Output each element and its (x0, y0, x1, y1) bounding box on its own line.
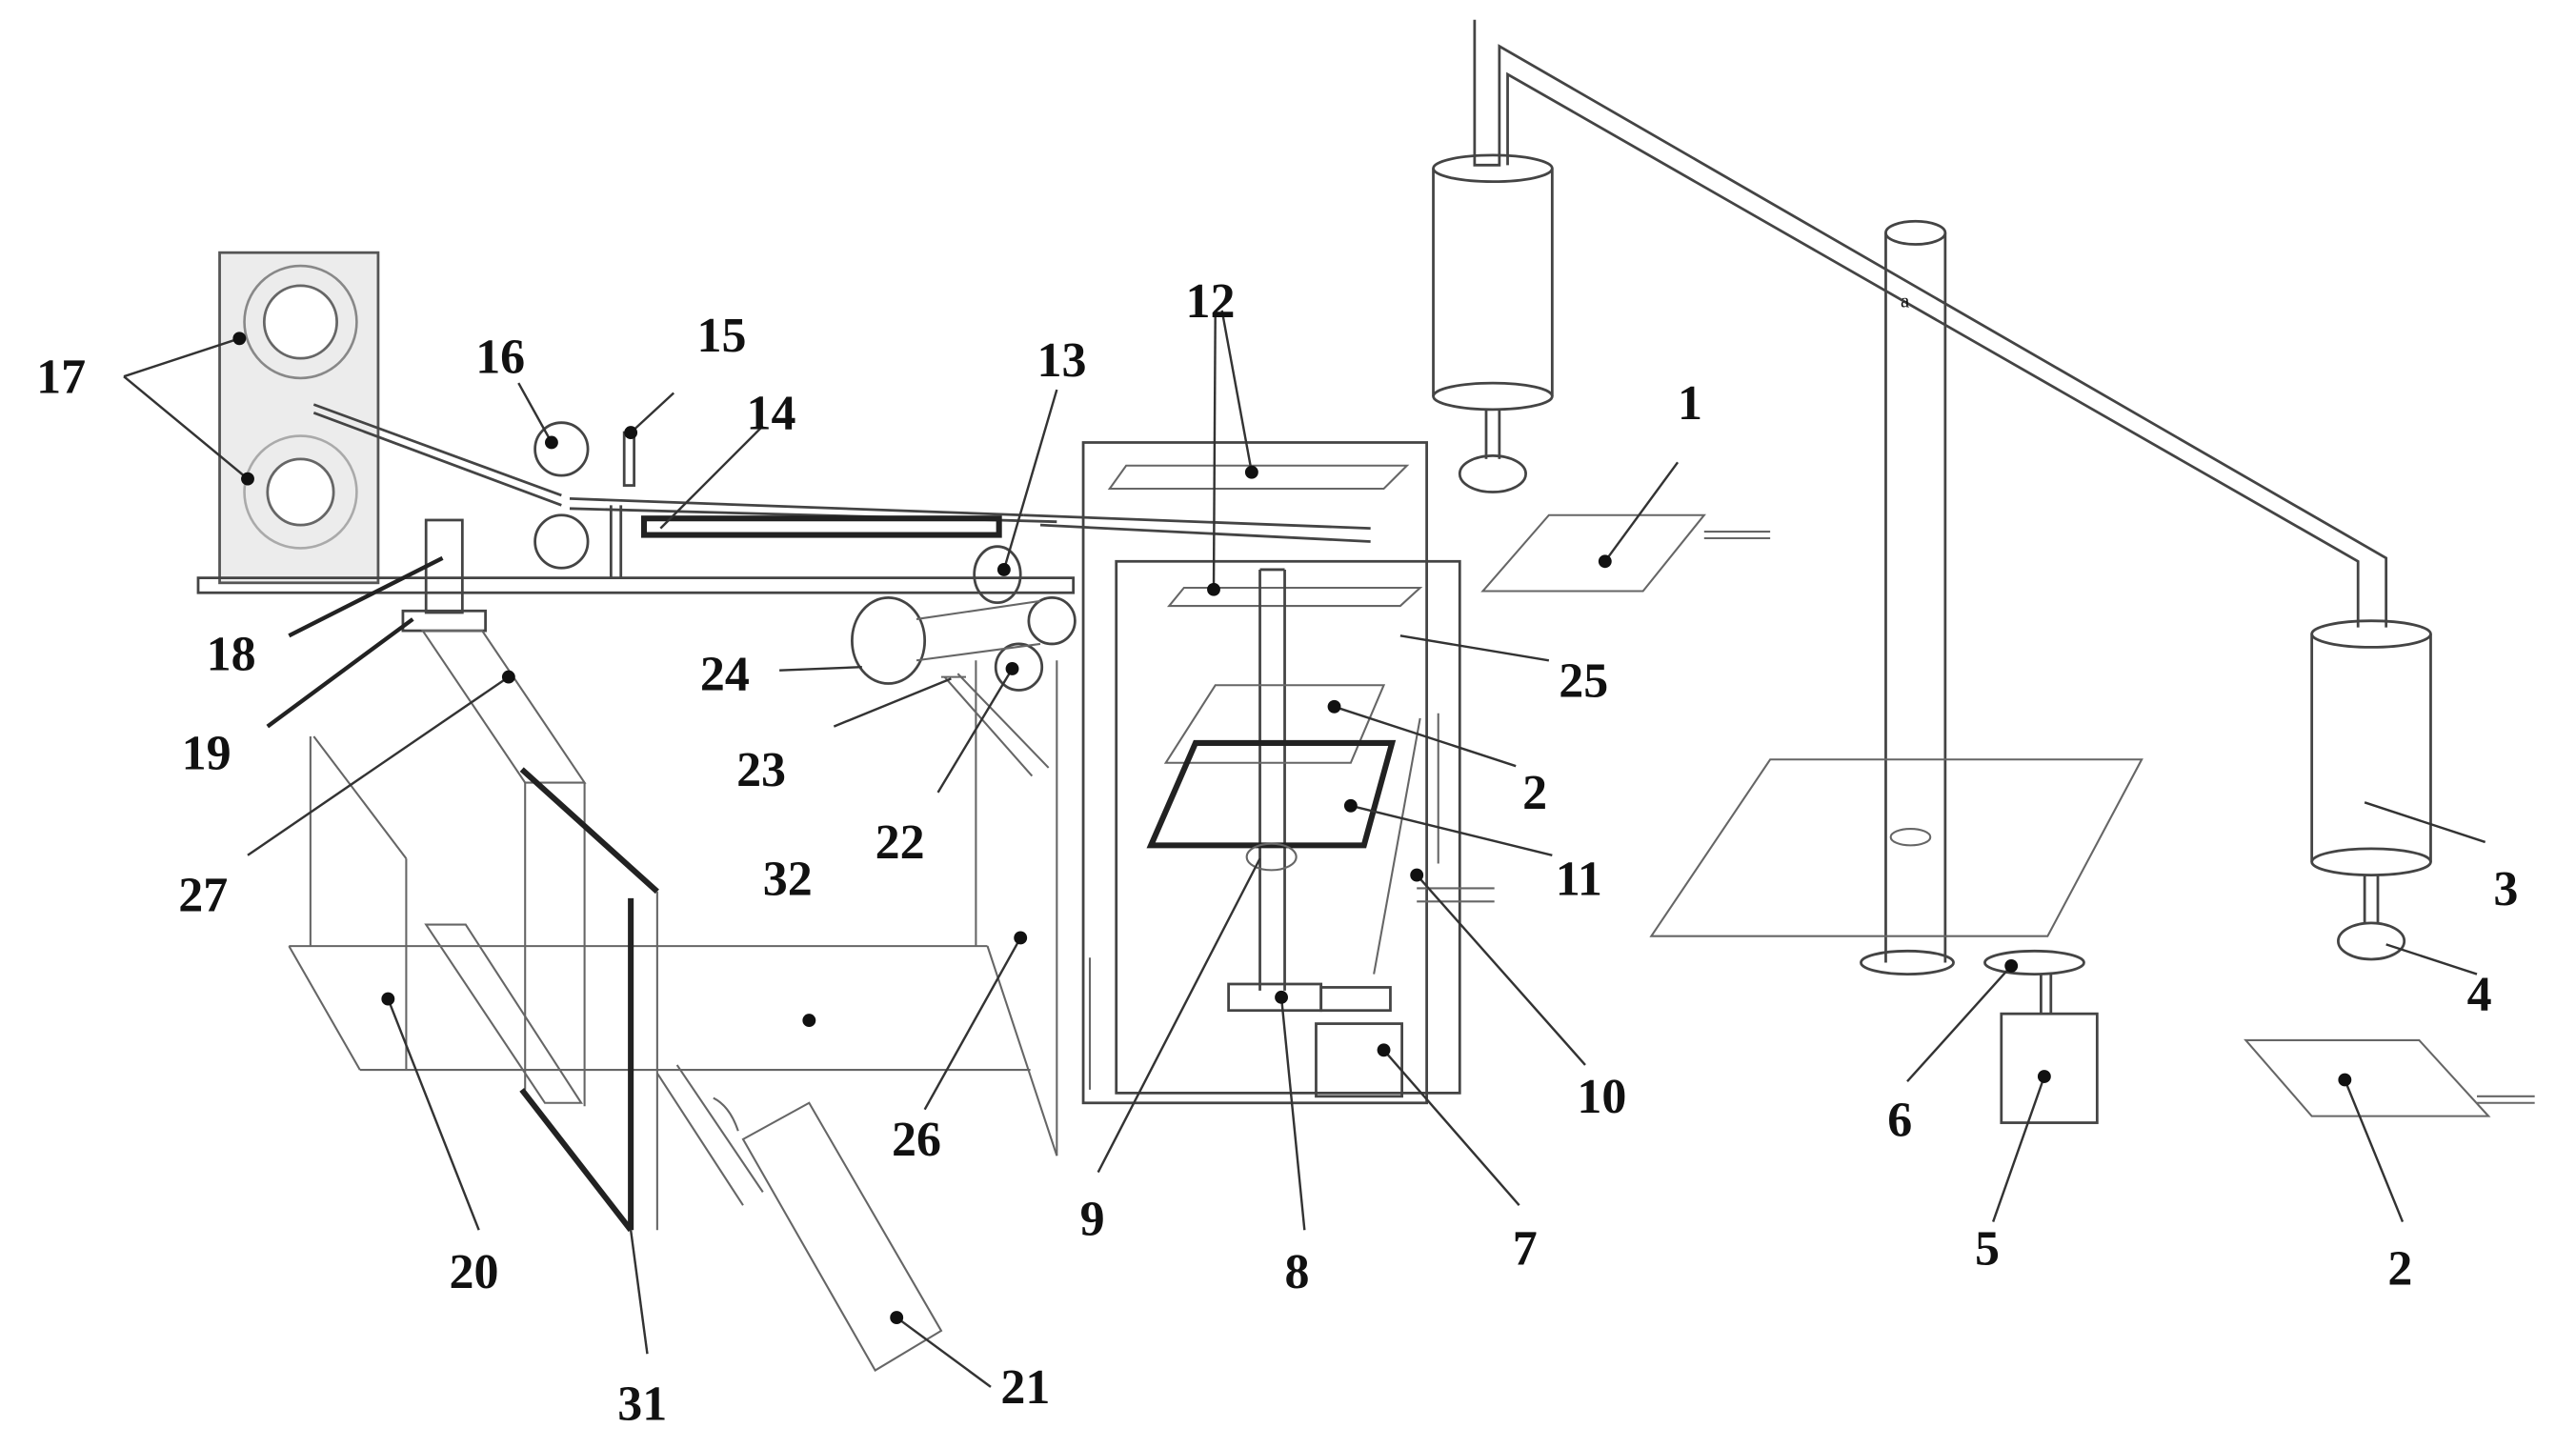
linkage-31 (519, 767, 659, 1233)
shaft-8 (1258, 568, 1286, 991)
flap-20 (424, 923, 584, 1104)
leader-lines (123, 310, 2486, 1388)
motor-cap (1319, 986, 1392, 1013)
label-7: 7 (1513, 1222, 1538, 1277)
cutter-15 (622, 431, 635, 487)
roller-13 (973, 545, 1022, 604)
label-27: 27 (178, 869, 228, 923)
motor-7 (1315, 1022, 1403, 1098)
hopper-32 (288, 660, 1058, 1156)
pivot-mark: a (1901, 290, 1909, 312)
column (1860, 219, 1955, 975)
tray-11 (1146, 739, 1397, 849)
label-3: 3 (2493, 862, 2518, 916)
label-16: 16 (475, 331, 525, 385)
label-8: 8 (1285, 1245, 1310, 1299)
label-2-middle: 2 (1522, 766, 1547, 820)
label-11: 11 (1556, 852, 1602, 906)
label-20: 20 (449, 1245, 498, 1299)
reel-box-17 (218, 251, 380, 585)
suction-cup-4 (2337, 921, 2406, 961)
belt-24 (916, 599, 1041, 620)
reference-labels: 17 16 15 14 13 12 18 19 24 23 22 27 32 2… (36, 274, 2518, 1432)
platform (1649, 758, 2143, 937)
housing-25 (1081, 441, 1461, 1105)
label-24: 24 (700, 647, 750, 701)
motor-5 (2000, 1012, 2099, 1124)
label-18: 18 (207, 628, 256, 682)
label-12: 12 (1186, 274, 1236, 329)
roller-22 (994, 642, 1044, 692)
label-17: 17 (36, 350, 86, 404)
belt-24 (916, 642, 1041, 662)
label-31: 31 (617, 1378, 667, 1432)
gear-6 (1983, 949, 2085, 975)
roller-pair-16 (533, 421, 590, 570)
film-belt (312, 403, 1371, 543)
tray-2-right (2244, 1038, 2535, 1117)
chute-23 (941, 673, 1050, 777)
tray-1 (1480, 513, 1771, 593)
label-26: 26 (892, 1113, 941, 1167)
arm-27 (420, 630, 587, 784)
label-2-right: 2 (2387, 1241, 2412, 1296)
tray-2 (1163, 684, 1386, 764)
main-rail (196, 576, 1076, 594)
post-18 (424, 518, 464, 614)
label-1: 1 (1678, 376, 1702, 431)
label-25: 25 (1559, 654, 1608, 708)
roller-24 (851, 596, 927, 685)
bracket-19 (401, 609, 487, 633)
label-13: 13 (1037, 333, 1087, 388)
label-32: 32 (763, 852, 813, 906)
hanging-cylinder-3 (2310, 619, 2432, 961)
label-6: 6 (1887, 1093, 1912, 1147)
label-4: 4 (2467, 968, 2492, 1022)
label-22: 22 (875, 815, 925, 870)
label-15: 15 (696, 309, 746, 363)
label-21: 21 (1000, 1360, 1050, 1415)
bearing-9 (1245, 842, 1298, 872)
cylinder-21 (655, 1064, 943, 1372)
label-23: 23 (736, 743, 786, 797)
label-9: 9 (1080, 1192, 1105, 1246)
label-5: 5 (1975, 1222, 2000, 1277)
roller-top (1027, 596, 1077, 646)
label-14: 14 (746, 387, 795, 441)
label-10: 10 (1577, 1070, 1626, 1124)
label-19: 19 (182, 727, 231, 781)
guide-plate-14 (640, 515, 1002, 538)
hanging-cylinder-left (1432, 153, 1554, 493)
crane-arm (1473, 19, 2388, 628)
